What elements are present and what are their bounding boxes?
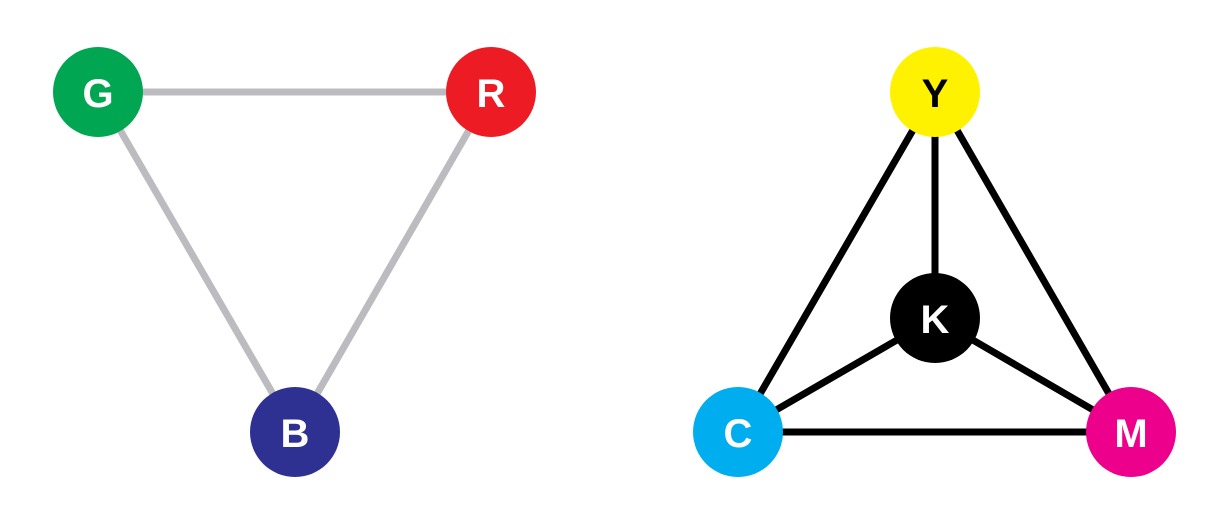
cmyk-node-y-label: Y xyxy=(922,72,949,116)
cmyk-graph: Y K C M xyxy=(693,47,1176,477)
rgb-node-r-label: R xyxy=(477,72,506,116)
cmyk-node-c: C xyxy=(693,387,783,477)
cmyk-node-y: Y xyxy=(890,47,980,137)
rgb-edge-b-g xyxy=(94,90,299,434)
cmyk-node-y-circle xyxy=(890,47,980,137)
rgb-node-r-circle xyxy=(446,47,536,137)
cmyk-node-m: M xyxy=(1086,387,1176,477)
cmyk-node-m-circle xyxy=(1086,387,1176,477)
cmyk-edge-y-c xyxy=(734,90,939,434)
cmyk-node-k: K xyxy=(890,273,980,363)
rgb-node-b-label: B xyxy=(281,412,310,456)
cmyk-node-c-label: C xyxy=(724,412,753,456)
rgb-node-g-label: G xyxy=(82,72,113,116)
cmyk-edge-y-m xyxy=(931,90,1135,434)
rgb-node-r: R xyxy=(446,47,536,137)
rgb-node-g-circle xyxy=(53,47,143,137)
cmyk-node-k-circle xyxy=(890,273,980,363)
rgb-graph: G R B xyxy=(53,47,536,477)
cmyk-node-k-label: K xyxy=(921,298,950,342)
rgb-node-b: B xyxy=(250,387,340,477)
rgb-node-b-circle xyxy=(250,387,340,477)
cmyk-node-c-circle xyxy=(693,387,783,477)
rgb-node-g: G xyxy=(53,47,143,137)
rgb-edge-r-b xyxy=(291,90,495,434)
cmyk-node-m-label: M xyxy=(1114,412,1147,456)
